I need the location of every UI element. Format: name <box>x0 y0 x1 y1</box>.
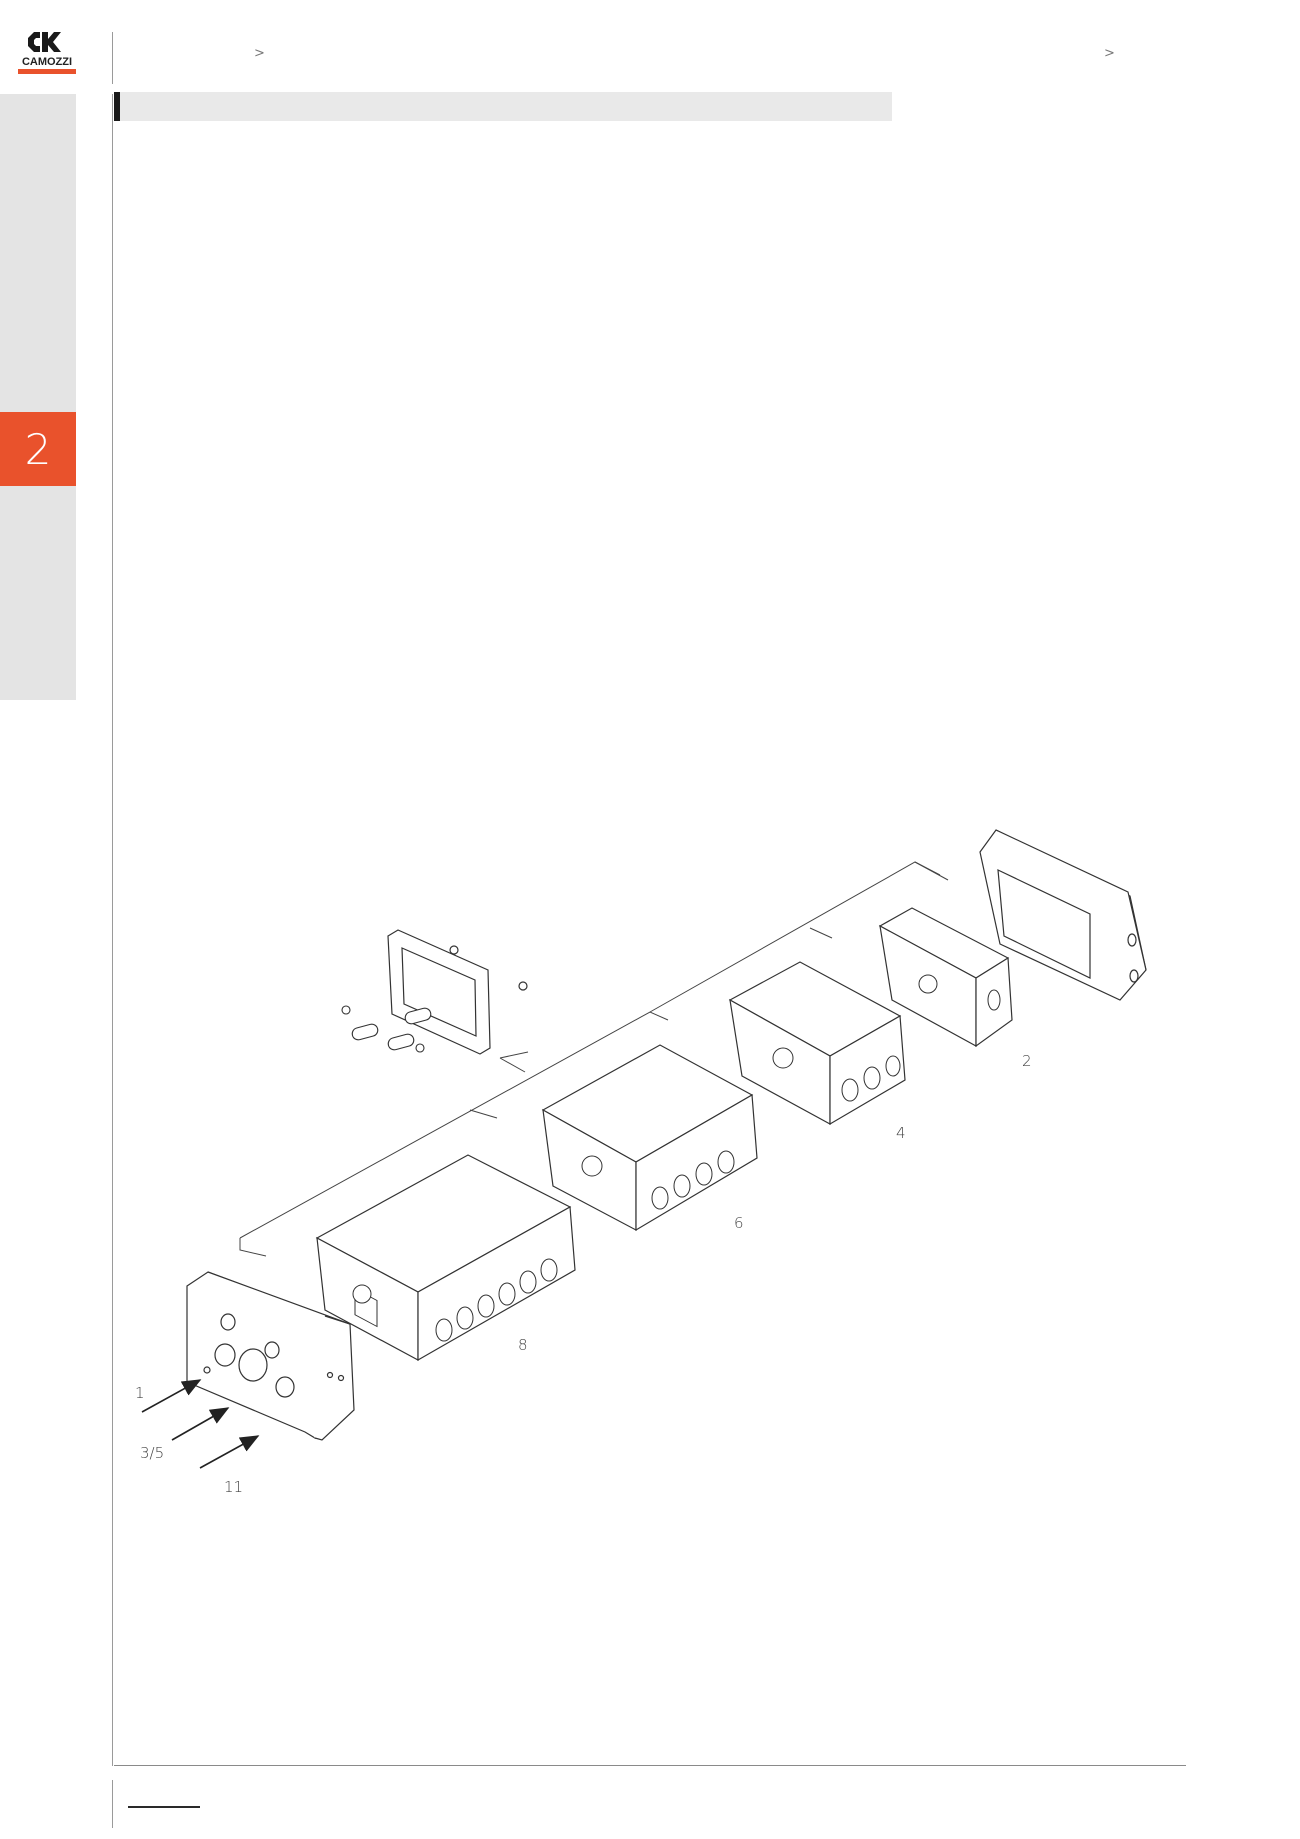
section-heading-marker <box>114 92 120 121</box>
logo-wordmark: CAMOZZI <box>21 56 73 68</box>
callout-port-11: 11 <box>224 1478 244 1496</box>
breadcrumb-right[interactable]: > <box>1104 46 1115 61</box>
inlet-end-plate <box>186 1271 355 1441</box>
chapter-sidebar <box>0 94 76 700</box>
outlet-end-plate <box>979 829 1147 1001</box>
module-4-body <box>728 961 906 1126</box>
footer-divider <box>112 1780 113 1828</box>
callout-module-8: 8 <box>518 1336 528 1354</box>
chapter-number: 2 <box>24 424 52 474</box>
section-heading-band <box>114 92 892 121</box>
module-8-body <box>315 1154 576 1362</box>
chapter-tab[interactable]: 2 <box>0 412 76 486</box>
logo-accent-bar <box>18 69 76 74</box>
callout-module-4: 4 <box>896 1124 906 1142</box>
callout-module-6: 6 <box>734 1214 744 1232</box>
port-arrows <box>141 1379 260 1469</box>
header-divider <box>112 32 113 84</box>
footer-rule <box>128 1806 200 1808</box>
content-bottom-rule <box>114 1765 1186 1766</box>
module-6-body <box>541 1044 758 1232</box>
callout-module-2: 2 <box>1022 1052 1032 1070</box>
connection-pins <box>341 1005 432 1053</box>
callout-port-1: 1 <box>135 1384 145 1402</box>
camozzi-logo-icon <box>28 32 61 52</box>
assembly-guide-lines <box>239 861 949 1257</box>
callout-port-3-5: 3/5 <box>140 1444 165 1462</box>
breadcrumb-left[interactable]: > <box>254 46 265 61</box>
module-2-body <box>878 907 1013 1048</box>
page-margin-rule <box>112 94 113 1766</box>
